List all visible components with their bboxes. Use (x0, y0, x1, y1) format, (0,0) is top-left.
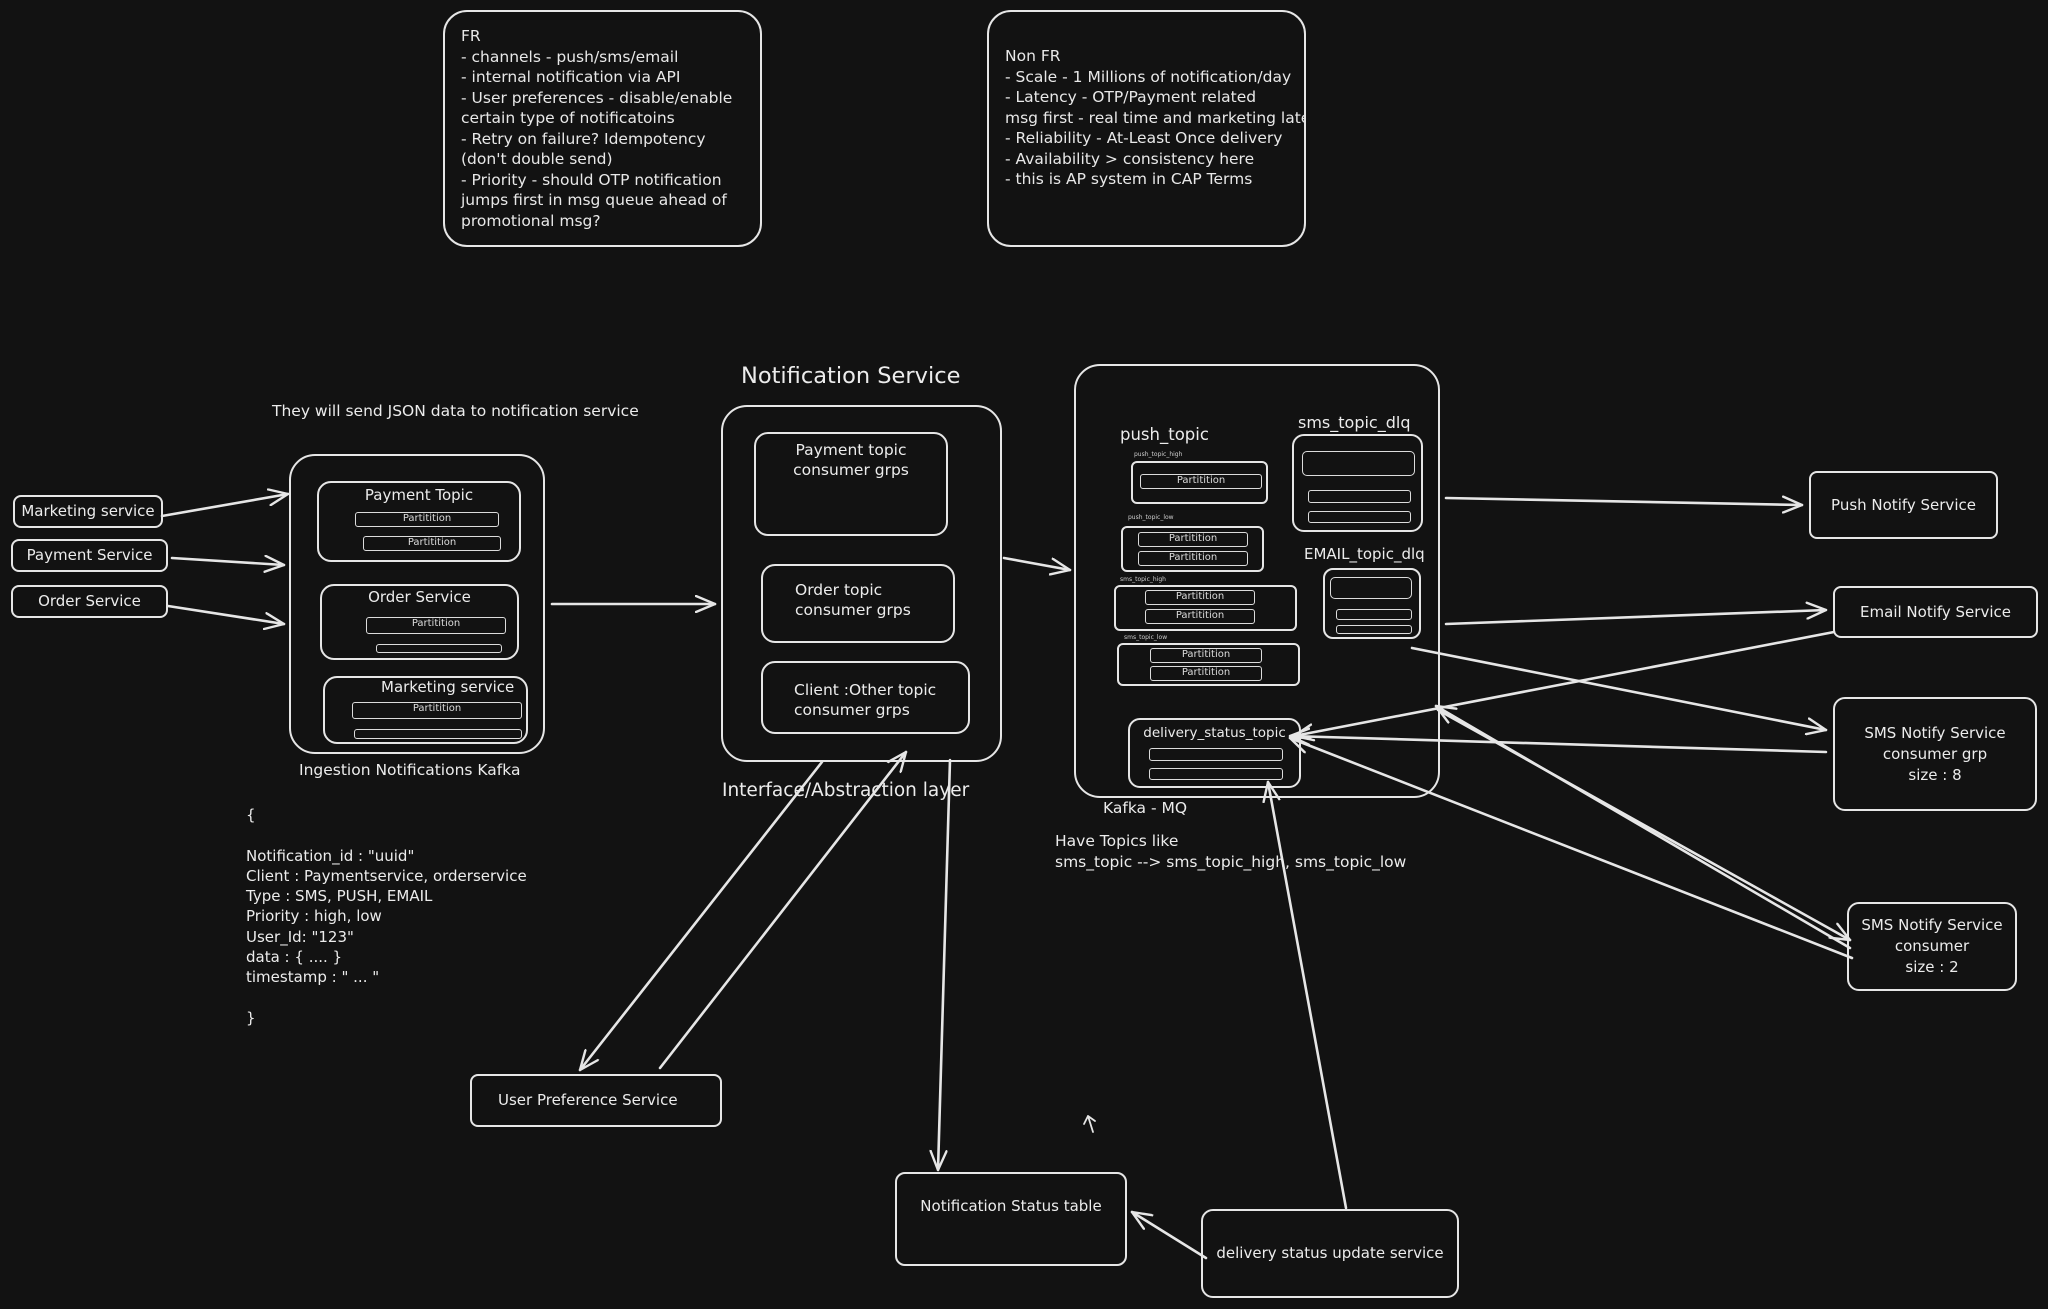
arrow-kafka-to-email (1444, 610, 1828, 626)
dlq-slot (1336, 609, 1412, 620)
sms-topic-dlq-label: sms_topic_dlq (1298, 413, 1411, 432)
order-service-box: Order Service (11, 585, 168, 618)
notification-service-box (721, 405, 1002, 762)
partition: Partitition (355, 512, 499, 527)
order-consumer-group-label: Order topic consumer grps (795, 581, 911, 619)
push-topic-label: push_topic (1120, 425, 1209, 444)
delivery-slot (1149, 748, 1283, 761)
sms-notify-service-8-box: SMS Notify Service consumer grp size : 8 (1833, 697, 2037, 811)
arrow-kafka-to-push (1444, 498, 1804, 505)
user-preference-service-box: User Preference Service (470, 1074, 722, 1127)
push-topic-high-box (1131, 461, 1268, 504)
client-consumer-group-label: Client :Other topic consumer grps (794, 681, 937, 719)
sms-notify-service-2-box: SMS Notify Service consumer size : 2 (1847, 902, 2017, 991)
partition: Partitition (352, 702, 522, 719)
partition: Partitition (366, 617, 506, 634)
dlq-slot (1336, 625, 1412, 634)
push-notify-service-box: Push Notify Service (1809, 471, 1998, 539)
dlq-slot (1308, 490, 1411, 503)
kafka-mq-box (1074, 364, 1440, 798)
payment-consumer-group-box (754, 432, 948, 536)
arrow-notification-to-user-pref (578, 760, 824, 1072)
partition: Partitition (1145, 609, 1255, 624)
delivery-status-update-service-box: delivery status update service (1201, 1209, 1459, 1298)
functional-requirements-note: FR - channels - push/sms/email - interna… (443, 10, 762, 247)
email-topic-dlq-label: EMAIL_topic_dlq (1304, 545, 1425, 563)
arrow-order-to-ingestion (166, 604, 286, 624)
email-topic-dlq-box (1323, 568, 1421, 639)
push-topic-low-label: push_topic_low (1128, 514, 1174, 521)
payment-service-box: Payment Service (11, 539, 168, 572)
sms-topic-high-box (1114, 585, 1297, 631)
delivery-slot (1149, 768, 1283, 780)
arrow-delivery-service-to-status-table (1130, 1210, 1208, 1260)
payment-consumer-group-label: Payment topic consumer grps (793, 441, 909, 479)
marketing-topic-label: Marketing service (381, 678, 515, 696)
order-topic-label: Order Service (368, 588, 471, 606)
arrow-notification-to-status-table (938, 758, 952, 1172)
email-notify-service-box: Email Notify Service (1833, 586, 2038, 638)
marketing-topic-box (323, 676, 528, 744)
dlq-slot (1302, 451, 1415, 476)
push-topic-low-box (1121, 526, 1264, 572)
arrow-kafka-to-sms8 (1410, 646, 1828, 730)
partition: Partitition (363, 536, 501, 551)
json-caption: They will send JSON data to notification… (272, 402, 639, 420)
partition: Partitition (1150, 648, 1262, 663)
arrow-kafka-to-sms2 (1436, 708, 1852, 942)
partition: Partitition (1145, 590, 1255, 605)
notification-service-title: Notification Service (741, 363, 961, 389)
notification-schema-json: { Notification_id : "uuid" Client : Paym… (246, 806, 527, 1027)
topics-note: Have Topics like sms_topic --> sms_topic… (1055, 832, 1407, 871)
sms-topic-high-label: sms_topic_high (1120, 576, 1166, 583)
delivery-status-topic-box (1128, 718, 1301, 788)
arrow-notification-to-kafka (1002, 556, 1072, 570)
push-topic-high-label: push_topic_high (1134, 451, 1183, 458)
ingestion-kafka-box (289, 454, 545, 754)
dlq-slot (1330, 577, 1412, 599)
arrow-marketing-to-ingestion (160, 494, 290, 518)
order-topic-box (320, 584, 519, 660)
delivery-status-topic-label: delivery_status_topic (1143, 725, 1286, 741)
client-consumer-group-box (761, 661, 970, 734)
payment-topic-label: Payment Topic (364, 486, 474, 504)
non-functional-requirements-note: Non FR - Scale - 1 Millions of notificat… (987, 10, 1306, 247)
payment-topic-box (317, 481, 521, 562)
notification-service-subtitle: Interface/Abstraction layer (722, 780, 970, 801)
partition: Partitition (1138, 532, 1248, 547)
dlq-slot (1308, 511, 1411, 523)
sms-topic-low-label: sms_topic_low (1124, 634, 1168, 641)
mouse-cursor-icon (1083, 1115, 1096, 1133)
partition-empty (354, 729, 522, 739)
marketing-service-box: Marketing service (13, 495, 163, 528)
sms-topic-low-box (1117, 643, 1300, 686)
arrow-sms2-to-kafka (1434, 704, 1852, 950)
order-consumer-group-box (761, 564, 955, 643)
ingestion-caption: Ingestion Notifications Kafka (299, 761, 521, 779)
notification-status-table-box: Notification Status table (895, 1172, 1127, 1266)
partition: Partitition (1150, 666, 1262, 681)
partition: Partitition (1140, 474, 1262, 489)
partition: Partitition (1138, 551, 1248, 566)
kafka-mq-caption: Kafka - MQ (1103, 799, 1188, 817)
sms-topic-dlq-box (1292, 434, 1423, 532)
partition-empty (376, 644, 502, 653)
arrow-payment-to-ingestion (170, 558, 286, 565)
